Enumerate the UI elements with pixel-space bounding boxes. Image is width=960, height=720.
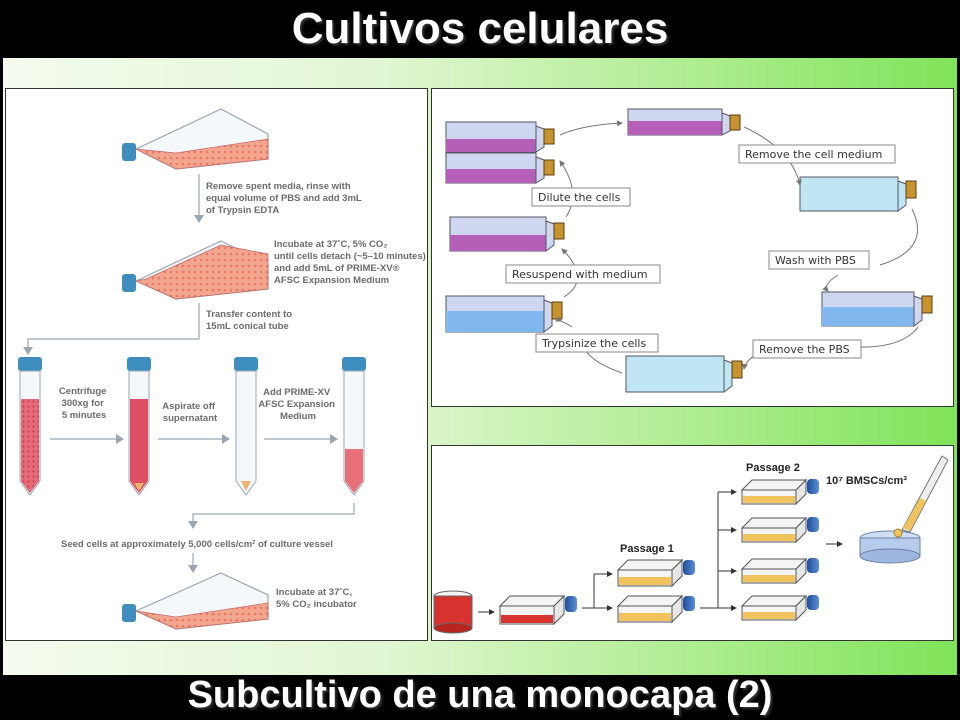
final-step-text: Incubate at 37˚C, 5% CO₂ incubator — [276, 587, 357, 610]
flask-passage2-b — [740, 516, 819, 544]
flask-2 — [122, 240, 269, 300]
svg-text:Wash with PBS: Wash with PBS — [775, 254, 856, 267]
slide-subtitle: Subcultivo de una monocapa (2) — [187, 674, 773, 716]
tube-arrow-2 — [158, 434, 230, 444]
seed-text: Seed cells at approximately 5,000 cells/… — [61, 539, 333, 550]
blue-flask-left — [445, 295, 563, 333]
pipette-icon — [893, 455, 949, 538]
flask-1 — [122, 108, 269, 170]
branch-lines-2 — [700, 489, 737, 611]
step2-text: Incubate at 37˚C, 5% CO₂ until cells det… — [274, 239, 427, 286]
tube-1 — [18, 357, 42, 496]
flask-3 — [122, 572, 269, 630]
purple-flask-center — [627, 108, 741, 136]
flask-passage2-a — [740, 478, 819, 506]
flask-passage1-a — [616, 558, 695, 588]
tube-3 — [234, 357, 258, 496]
beaker-red-medium — [433, 590, 473, 634]
add-medium-text: Add PRIME-XV AFSC Expansion Medium — [258, 387, 337, 422]
protocol-diagram-panel: Remove spent media, rinse with equal vol… — [5, 88, 428, 641]
passage-diagram: Passage 1 — [433, 455, 949, 634]
step3-text: Transfer content to 15mL conical tube — [206, 309, 295, 332]
subculture-cycle-panel: Remove the cell medium Wash with PBS Rem… — [431, 88, 954, 407]
svg-text:Remove the PBS: Remove the PBS — [759, 343, 850, 356]
svg-text:Dilute the cells: Dilute the cells — [538, 191, 621, 204]
purple-flask-left — [449, 216, 565, 252]
tube-arrow-1 — [50, 434, 124, 444]
density-label: 10⁷ BMSCs/cm³ — [826, 475, 907, 487]
passage2-label: Passage 2 — [746, 462, 800, 474]
purple-flask-top — [445, 121, 555, 153]
svg-text:Remove the cell medium: Remove the cell medium — [745, 148, 882, 161]
tube-arrow-3 — [264, 434, 338, 444]
passage1-label: Passage 1 — [620, 543, 674, 555]
purple-flask-bottom — [445, 152, 555, 184]
label-trypsinize: Trypsinize the cells — [535, 333, 659, 353]
label-remove-medium: Remove the cell medium — [738, 144, 896, 164]
light-blue-flask-bottom — [625, 355, 743, 393]
step1-text: Remove spent media, rinse with equal vol… — [206, 181, 364, 216]
blue-flask-right-bottom — [821, 291, 933, 327]
flask-initial — [498, 594, 577, 626]
centrifuge-text: Centrifuge 300xg for 5 minutes — [59, 386, 109, 421]
svg-text:Trypsinize the cells: Trypsinize the cells — [541, 337, 646, 350]
label-wash-pbs: Wash with PBS — [768, 250, 870, 270]
branch-lines-1 — [582, 571, 613, 611]
label-dilute: Dilute the cells — [531, 187, 631, 207]
label-resuspend: Resuspend with medium — [505, 264, 661, 284]
flask-passage1-b — [616, 594, 695, 624]
slide-title: Cultivos celulares — [291, 4, 669, 53]
tube-2 — [127, 357, 151, 496]
culture-dish — [859, 530, 921, 564]
flask-passage2-c — [740, 557, 819, 585]
aspirate-text: Aspirate off supernatant — [162, 401, 218, 424]
subculture-cycle-diagram: Remove the cell medium Wash with PBS Rem… — [445, 108, 933, 393]
protocol-diagram: Remove spent media, rinse with equal vol… — [18, 108, 427, 630]
tube-4 — [342, 357, 366, 496]
flask-passage2-d — [740, 594, 819, 622]
passage-diagram-panel: Passage 1 — [431, 445, 954, 641]
svg-text:Resuspend with medium: Resuspend with medium — [512, 268, 648, 281]
label-remove-pbs: Remove the PBS — [752, 339, 862, 359]
light-blue-flask-right-top — [799, 176, 917, 212]
